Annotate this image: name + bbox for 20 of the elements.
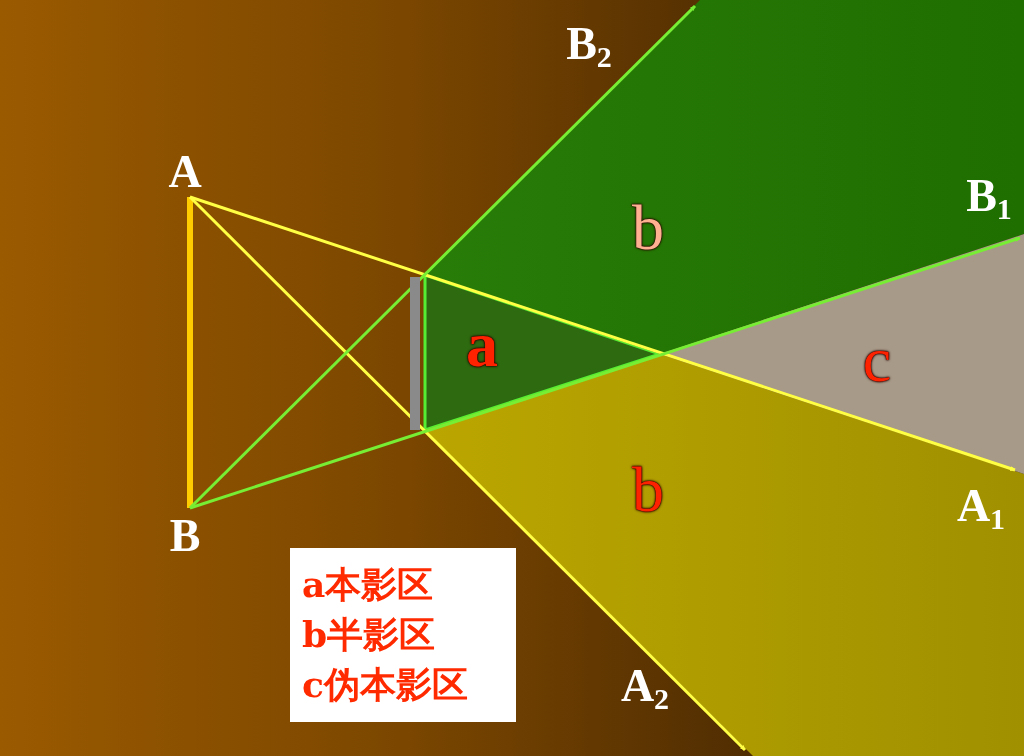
light-ray-arrow (189, 195, 1016, 472)
point-label: B$_{2}$ (552, 20, 626, 76)
region-letter: b (632, 196, 664, 260)
region-letter: b (632, 458, 664, 522)
region-letter: c (862, 328, 892, 392)
key-text: c伪本影区 (302, 662, 469, 706)
light-ray-arrow (189, 236, 1021, 510)
point-label: A$_{2}$ (608, 662, 682, 718)
point-label: A$_{1}$ (944, 482, 1018, 538)
region-letter: a (466, 313, 498, 377)
key-box (290, 548, 516, 722)
light-ray-arrow (188, 195, 747, 752)
light-ray-arrow (188, 4, 697, 510)
obstacle-bar (410, 277, 420, 430)
light-source-line (187, 197, 193, 508)
key-text: a本影区 (302, 562, 435, 606)
point-label: B$_{1}$ (952, 172, 1024, 228)
key-text: b半影区 (302, 612, 437, 656)
point-label: B (160, 512, 210, 560)
point-label: A (160, 148, 210, 196)
